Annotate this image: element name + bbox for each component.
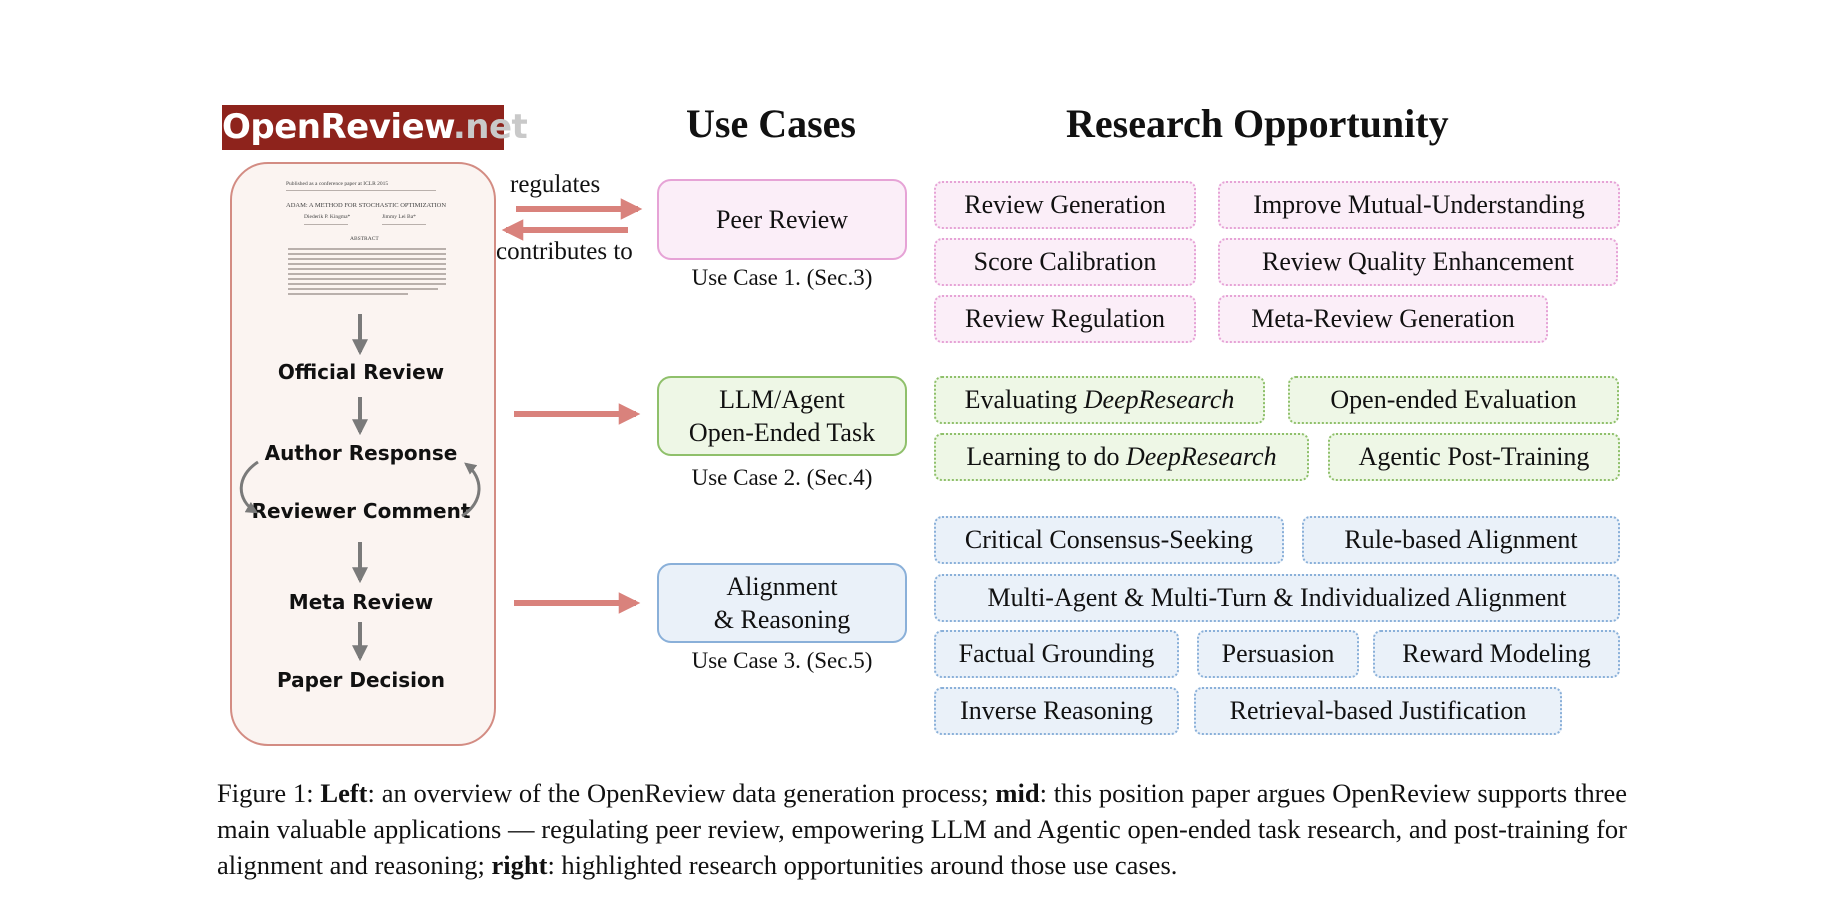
chip-persuasion: Persuasion [1197,630,1359,678]
usecase-llm-agent: LLM/Agent Open-Ended Task [657,376,907,456]
thumbnail-header: Published as a conference paper at ICLR … [286,181,389,187]
logo-suffix-text: .net [452,107,528,147]
figure-caption: Figure 1: Left: an overview of the OpenR… [217,775,1627,883]
flow-meta-review: Meta Review [288,590,434,614]
loop-arrow-right [461,462,481,518]
caption-left-text: : an overview of the OpenReview data gen… [367,778,996,808]
usecase-2-caption: Use Case 2. (Sec.4) [691,465,873,490]
caption-mid-bold: mid [995,778,1040,808]
chip-agentic-post-training: Agentic Post-Training [1328,433,1620,481]
chip-reward-modeling: Reward Modeling [1373,630,1620,678]
caption-left-bold: Left [320,778,368,808]
regulates-label: regulates [510,171,601,198]
thumbnail-author-2: Jimmy Lei Ba* [382,214,416,220]
chip-score-calibration: Score Calibration [934,238,1196,286]
caption-mid-text: : this position paper argues OpenReview … [217,778,1627,880]
flow-official-review: Official Review [277,360,445,384]
chip-evaluating-deepresearch: Evaluating DeepResearch [934,376,1265,424]
caption-fig-label: Figure 1: [217,778,321,808]
usecase-1-label: Peer Review [715,205,849,234]
chip-learning-deepresearch: Learning to do DeepResearch [934,433,1309,481]
thumbnail-author-1: Diederik P. Kingma* [304,214,351,220]
openreview-logo: OpenReview.net [222,105,528,150]
chip-review-quality-enhancement: Review Quality Enhancement [1218,238,1618,286]
chip-evaluating-emphasis: DeepResearch [1083,385,1235,414]
usecase-3-line1: Alignment [726,572,838,601]
chip-open-ended-evaluation: Open-ended Evaluation [1288,376,1619,424]
chip-retrieval-based-justification: Retrieval-based Justification [1194,687,1562,735]
chip-evaluating-prefix: Evaluating [964,385,1084,414]
chip-meta-review-generation: Meta-Review Generation [1218,295,1548,343]
paper-thumbnail: Published as a conference paper at ICLR … [270,172,464,307]
chip-rule-based-alignment: Rule-based Alignment [1302,516,1620,564]
usecase-peer-review: Peer Review [657,179,907,260]
caption-right-text: : highlighted research opportunities aro… [547,850,1178,880]
flow-reviewer-comment: Reviewer Comment [251,499,471,523]
chip-improve-mutual-understanding: Improve Mutual-Understanding [1218,181,1620,229]
usecase-1-caption: Use Case 1. (Sec.3) [691,265,873,290]
caption-right-bold: right [491,850,548,880]
usecase-alignment: Alignment & Reasoning [657,563,907,643]
chip-inverse-reasoning: Inverse Reasoning [934,687,1179,735]
thumbnail-title: ADAM: A METHOD FOR STOCHASTIC OPTIMIZATI… [286,202,447,209]
chip-factual-grounding: Factual Grounding [934,630,1179,678]
flow-paper-decision: Paper Decision [277,668,445,692]
chip-multi-agent-alignment: Multi-Agent & Multi-Turn & Individualize… [934,574,1620,622]
usecase-3-line2: & Reasoning [713,605,851,634]
chip-review-generation: Review Generation [934,181,1196,229]
thumbnail-section: ABSTRACT [350,236,379,242]
logo-main-text: OpenReview [222,107,453,147]
contributes-label: contributes to [496,238,633,265]
chip-learning-prefix: Learning to do [966,442,1126,471]
chip-review-regulation: Review Regulation [934,295,1196,343]
chip-critical-consensus-seeking: Critical Consensus-Seeking [934,516,1284,564]
usecase-2-line1: LLM/Agent [719,385,845,414]
research-opportunity-heading: Research Opportunity [1066,101,1449,146]
chip-learning-emphasis: DeepResearch [1125,442,1277,471]
usecase-3-caption: Use Case 3. (Sec.5) [691,648,873,673]
loop-arrow-left [239,460,259,514]
use-cases-heading: Use Cases [686,101,856,146]
flow-author-response: Author Response [264,441,458,465]
usecase-2-line2: Open-Ended Task [688,418,876,447]
